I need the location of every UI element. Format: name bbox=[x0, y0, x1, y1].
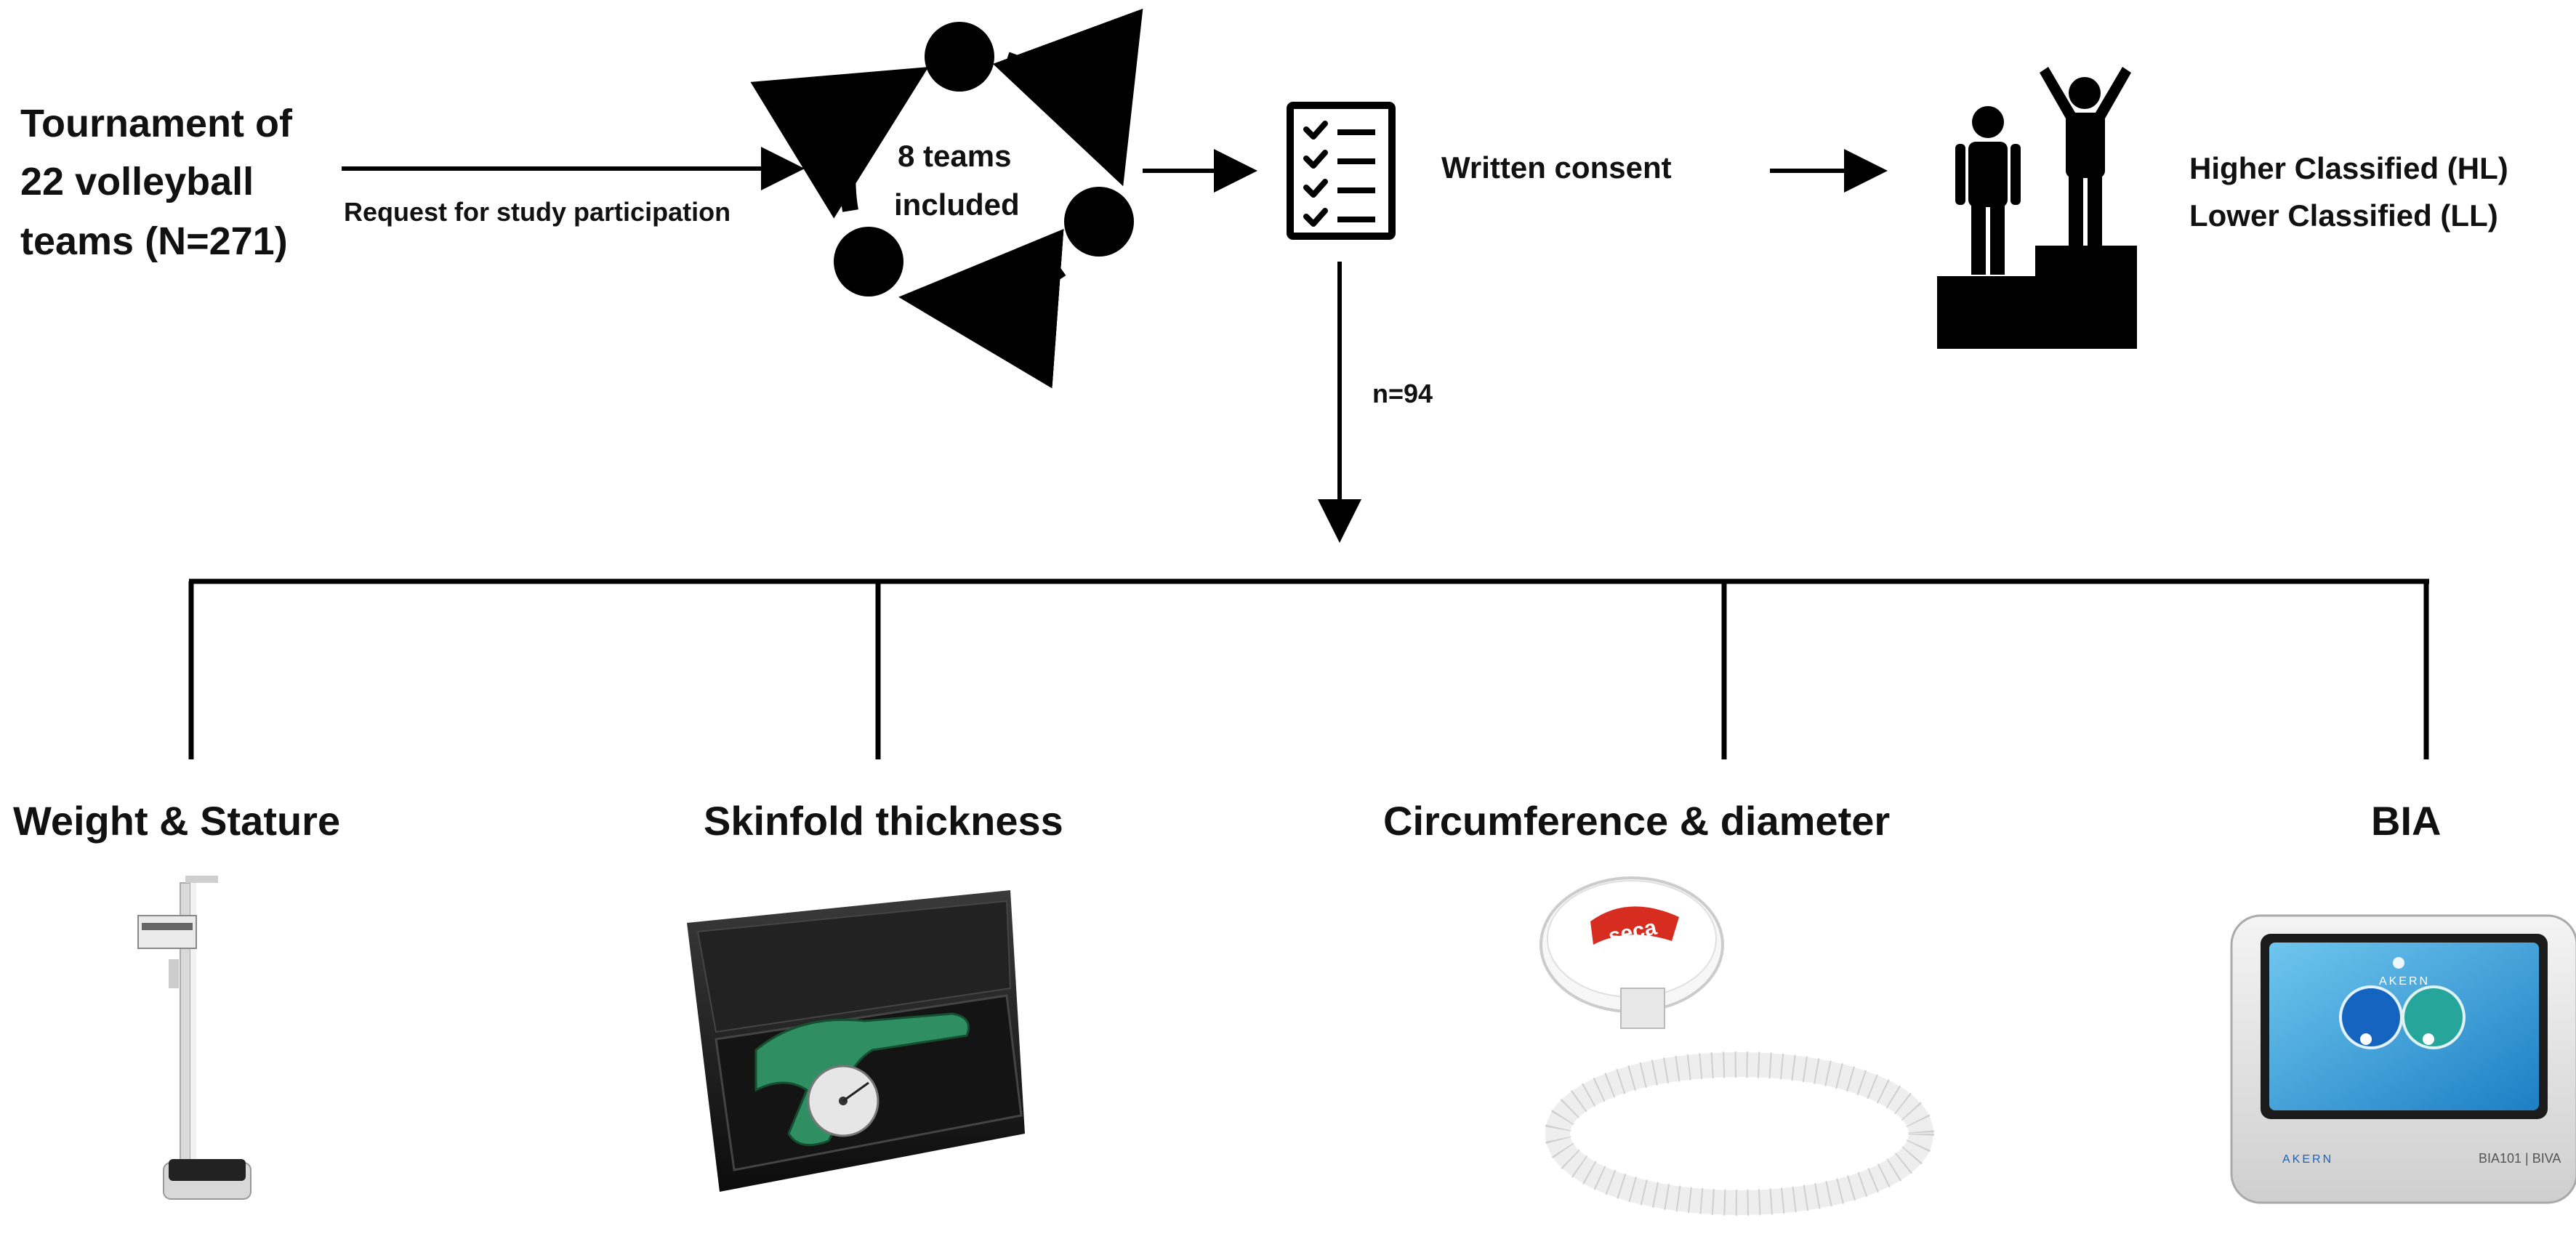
bia-device-image bbox=[2230, 914, 2576, 1204]
method-bia: BIA bbox=[2371, 798, 2442, 844]
measuring-tape-image bbox=[1539, 876, 1934, 1216]
start-line-2: 22 volleyball bbox=[20, 160, 254, 203]
consent-label: Written consent bbox=[1441, 150, 1672, 185]
skinfold-caliper-image bbox=[687, 890, 1025, 1192]
cycle-icon bbox=[750, 8, 1143, 389]
akern-logo-screen: AKERN bbox=[2379, 975, 2430, 988]
branch-bracket bbox=[188, 578, 2429, 759]
checklist-icon bbox=[1287, 102, 1396, 240]
method-skinfold: Skinfold thickness bbox=[704, 798, 1063, 844]
cycle-line-1: 8 teams bbox=[898, 139, 1012, 173]
class-line-ll: Lower Classified (LL) bbox=[2189, 198, 2498, 233]
stadiometer-scale-image bbox=[137, 876, 251, 1200]
start-line-1: Tournament of bbox=[20, 102, 292, 145]
request-label: Request for study participation bbox=[344, 197, 731, 227]
akern-logo-body: AKERN bbox=[2282, 1153, 2333, 1166]
start-line-3: teams (N=271) bbox=[20, 219, 288, 263]
method-circumference: Circumference & diameter bbox=[1383, 798, 1891, 844]
sample-label: n=94 bbox=[1372, 379, 1433, 408]
podium-icon bbox=[1937, 67, 2137, 349]
bia-model-label: BIA101 | BIVA bbox=[2479, 1151, 2561, 1166]
class-line-hl: Higher Classified (HL) bbox=[2189, 151, 2508, 185]
cycle-line-2: included bbox=[894, 187, 1020, 222]
method-weight-stature: Weight & Stature bbox=[13, 798, 341, 844]
